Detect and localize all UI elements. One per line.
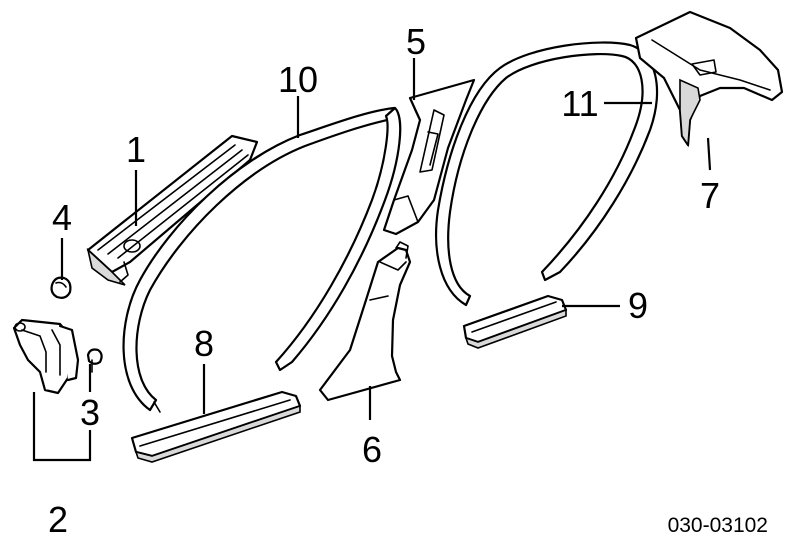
- a-pillar-trim-part-1: [86, 134, 259, 286]
- leader-2: [32, 392, 92, 462]
- callout-2: 2: [48, 499, 68, 540]
- callout-5: 5: [406, 21, 426, 62]
- clip-part-4: [50, 276, 72, 299]
- callout-8: 8: [194, 323, 214, 364]
- b-pillar-lower-trim-part-6: [318, 241, 412, 402]
- leader-lines: [32, 58, 712, 462]
- callout-11: 11: [561, 83, 598, 124]
- callout-4: 4: [52, 197, 72, 238]
- front-door-weatherstrip-part-10: [122, 106, 402, 413]
- callout-1: 1: [126, 129, 146, 170]
- callout-3: 3: [80, 392, 100, 433]
- callouts: 1 2 3 4 5 6 7 8 9 10 11: [48, 21, 720, 540]
- callout-10: 10: [278, 59, 318, 100]
- leader-7: [706, 137, 712, 171]
- c-pillar-trim-part-7: [634, 10, 784, 148]
- clip-part-3: [86, 348, 103, 373]
- rear-scuff-plate-part-9: [462, 294, 568, 349]
- callout-9: 9: [628, 285, 648, 326]
- rear-door-weatherstrip-part-11: [435, 41, 659, 307]
- b-pillar-upper-trim-part-5: [382, 78, 476, 236]
- front-scuff-plate-part-8: [130, 390, 302, 463]
- callout-6: 6: [362, 429, 382, 470]
- kick-panel-trim-part-2: [12, 318, 80, 395]
- diagram-reference-number: 030-03102: [668, 514, 768, 537]
- callout-7: 7: [700, 175, 720, 216]
